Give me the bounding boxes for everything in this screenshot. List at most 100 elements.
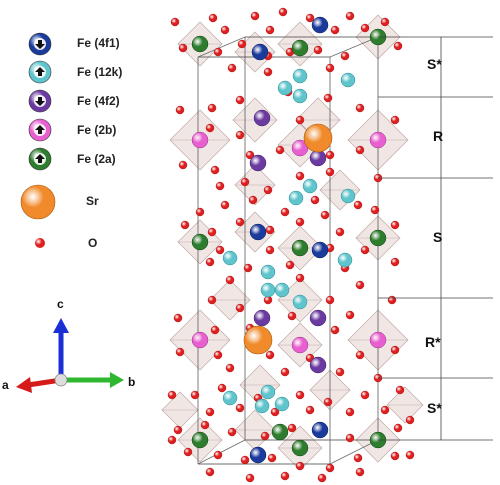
oxygen-atom <box>335 227 345 237</box>
fe-12k-atom <box>340 188 356 204</box>
oxygen-atom <box>245 150 255 160</box>
oxygen-atom <box>325 150 335 160</box>
axis-label-a: a <box>2 378 9 392</box>
oxygen-atom <box>205 123 215 133</box>
oxygen-atom <box>240 455 250 465</box>
segment-label-s-star-top: S* <box>427 56 442 72</box>
fe-4f2-atom <box>309 356 327 374</box>
oxygen-atom <box>250 11 260 21</box>
oxygen-atom <box>340 51 350 61</box>
fe-12k-atom <box>292 88 308 104</box>
oxygen-atom <box>227 63 237 73</box>
oxygen-atom <box>287 311 297 321</box>
oxygen-atom <box>295 217 305 227</box>
oxygen-atom <box>265 225 275 235</box>
oxygen-atom <box>213 450 223 460</box>
oxygen-atom <box>207 295 217 305</box>
oxygen-atom <box>265 245 275 255</box>
oxygen-atom <box>305 13 315 23</box>
oxygen-atom <box>345 433 355 443</box>
fe-4f2-atom <box>309 149 327 167</box>
oxygen-atom <box>390 115 400 125</box>
axis-label-b: b <box>128 375 136 389</box>
oxygen-atom <box>355 103 365 113</box>
fe-2a-atom <box>291 239 309 257</box>
oxygen-atom <box>235 130 245 140</box>
oxygen-atom <box>260 431 270 441</box>
oxygen-atom <box>280 207 290 217</box>
oxygen-atom <box>285 260 295 270</box>
oxygen-atom <box>175 347 185 357</box>
oxygen-atom <box>235 217 245 227</box>
oxygen-atom <box>320 210 330 220</box>
oxygen-atom <box>353 200 363 210</box>
oxygen-atom <box>248 195 258 205</box>
legend-label-fe-2b: Fe (2b) <box>77 123 117 137</box>
oxygen-atom <box>325 295 335 305</box>
segment-label-s-star-bottom: S* <box>427 400 442 416</box>
oxygen-atom <box>180 220 190 230</box>
fe-12k-atom <box>222 250 238 266</box>
legend-label-o: O <box>88 236 98 250</box>
legend-icons <box>20 32 56 248</box>
oxygen-atom <box>325 63 335 73</box>
oxygen-atom <box>360 245 370 255</box>
oxygen-atom <box>390 257 400 267</box>
fe-2b-atom <box>191 131 209 149</box>
sr-atom-icon <box>20 184 56 220</box>
axis-c-arrowhead <box>53 318 69 333</box>
oxygen-atom <box>310 195 320 205</box>
fe-12k-atom <box>292 294 308 310</box>
segment-label-r-star: R* <box>425 334 441 350</box>
oxygen-atom <box>235 403 245 413</box>
oxygen-atom <box>205 467 215 477</box>
fe-12k-atom <box>337 252 353 268</box>
oxygen-atom <box>405 415 415 425</box>
oxygen-atom <box>295 273 305 283</box>
axis-b-arrowhead <box>110 372 124 388</box>
oxygen-atom <box>267 453 277 463</box>
segment-label-r: R <box>433 128 444 144</box>
oxygen-atom <box>355 467 365 477</box>
oxygen-atom <box>280 471 290 481</box>
oxygen-atom <box>195 207 205 217</box>
oxygen-atom <box>215 245 225 255</box>
oxygen-atom <box>330 25 340 35</box>
fe-12k-atom <box>302 178 318 194</box>
legend-label-sr: Sr <box>86 194 99 208</box>
fe-12k-atom <box>292 68 308 84</box>
oxygen-atom <box>167 390 177 400</box>
oxygen-atom <box>240 177 250 187</box>
oxygen-atom <box>225 363 235 373</box>
fe-4f1-atom <box>249 446 267 464</box>
unit-cell-edge <box>197 439 246 465</box>
fe-4f1-atom <box>311 421 329 439</box>
oxygen-atom <box>387 295 397 305</box>
oxygen-atom <box>243 263 253 273</box>
oxygen-atom <box>210 325 220 335</box>
oxygen-atom <box>173 425 183 435</box>
fe-2b-atom <box>369 131 387 149</box>
oxygen-atom <box>325 167 335 177</box>
fe-2a-atom <box>191 233 209 251</box>
oxygen-atom <box>295 115 305 125</box>
oxygen-atom <box>178 160 188 170</box>
fe-2a-atom <box>191 35 209 53</box>
oxygen-atom <box>305 405 315 415</box>
oxygen-atom <box>380 17 390 27</box>
oxygen-atom <box>275 145 285 155</box>
oxygen-atom <box>405 450 415 460</box>
fe-4f1-atom <box>311 16 329 34</box>
arrow-down-icon <box>35 97 45 106</box>
axis-label-c: c <box>57 297 64 311</box>
oxygen-atom <box>280 367 290 377</box>
oxygen-atom <box>380 405 390 415</box>
fe-12k-atom <box>274 396 290 412</box>
oxygen-atom <box>355 280 365 290</box>
oxygen-atom <box>207 103 217 113</box>
oxygen-atom <box>220 200 230 210</box>
oxygen-atom <box>355 145 365 155</box>
oxygen-atom <box>200 420 210 430</box>
oxygen-atom <box>235 303 245 313</box>
